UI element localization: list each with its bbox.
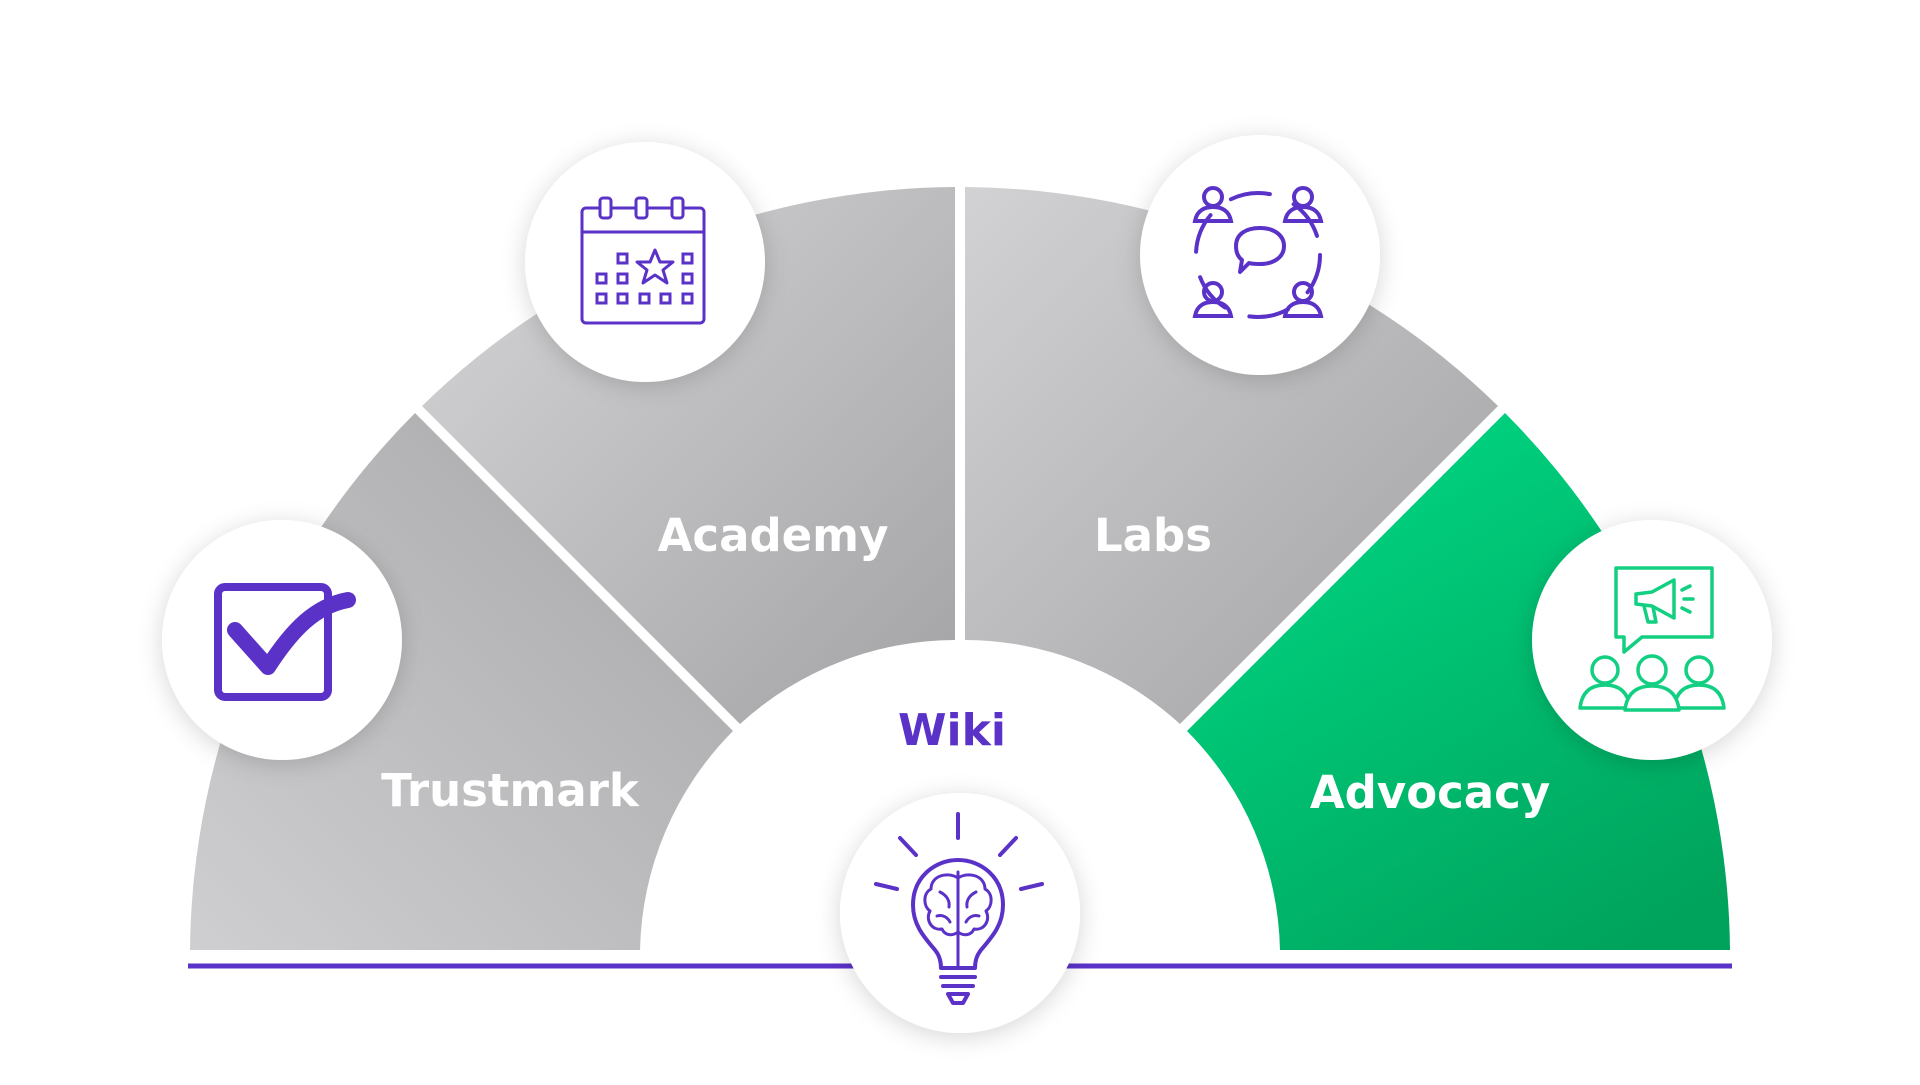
icon-bubble-wiki <box>840 793 1080 1033</box>
megaphone-audience-icon <box>1578 566 1726 712</box>
icon-bubble-labs <box>1140 135 1380 375</box>
segment-label-academy: Academy <box>658 509 889 562</box>
checkbox-check-icon <box>214 583 356 701</box>
segment-label-labs: Labs <box>1094 509 1212 562</box>
icon-bubble-academy <box>525 142 765 382</box>
icon-bubble-advocacy <box>1532 520 1772 760</box>
icon-bubble-trustmark <box>162 520 402 760</box>
center-label-wiki: Wiki <box>898 705 1006 756</box>
community-chat-icon <box>1192 186 1324 319</box>
segment-label-trustmark: Trustmark <box>381 764 640 817</box>
lightbulb-brain-icon <box>874 812 1044 1005</box>
segment-labs <box>965 187 1498 724</box>
segment-label-advocacy: Advocacy <box>1310 766 1550 819</box>
calendar-star-icon <box>580 196 706 325</box>
